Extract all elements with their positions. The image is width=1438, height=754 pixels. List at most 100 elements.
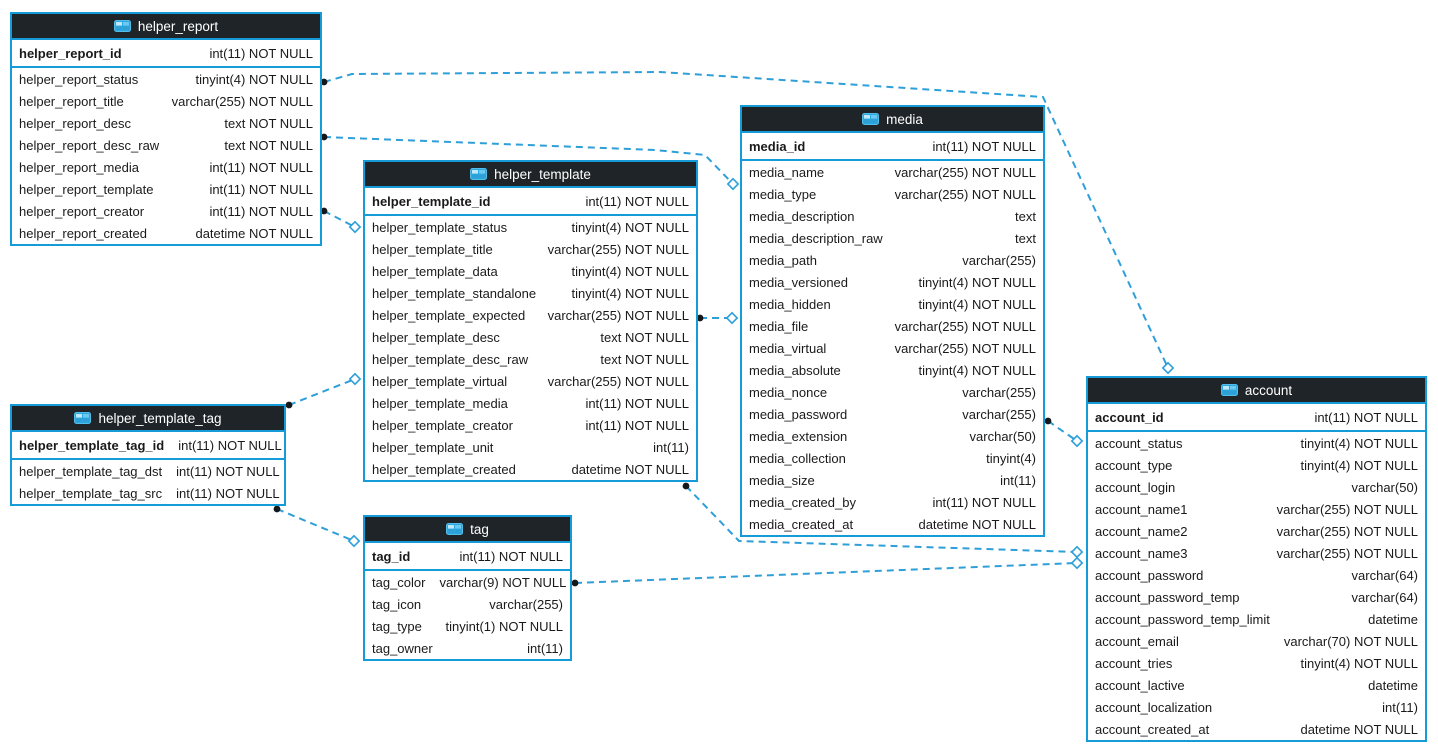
field-name: helper_template_tag_src bbox=[19, 485, 163, 501]
connector-helper_template_tag-tag[interactable] bbox=[273, 505, 361, 548]
field-type: varchar(50) bbox=[969, 428, 1036, 444]
connector-helper_template_tag-helper_template[interactable] bbox=[285, 372, 362, 409]
connector-helper_template-account[interactable] bbox=[682, 482, 1084, 559]
table-header-media[interactable]: media bbox=[742, 107, 1043, 133]
table-header-helper_report[interactable]: helper_report bbox=[12, 14, 320, 40]
connector-line[interactable] bbox=[276, 508, 355, 542]
connector-line[interactable] bbox=[574, 562, 1078, 584]
field-type: tinyint(4) NOT NULL bbox=[571, 263, 689, 279]
connector-helper_report-helper_template[interactable] bbox=[320, 207, 362, 234]
connector-line[interactable] bbox=[323, 136, 734, 185]
table-header-account[interactable]: account bbox=[1088, 378, 1425, 404]
table-header-helper_template[interactable]: helper_template bbox=[365, 162, 696, 188]
connector-media-account[interactable] bbox=[1044, 417, 1084, 448]
connector-dot-end bbox=[682, 482, 690, 490]
connector-dot-end bbox=[320, 207, 328, 215]
connector-helper_report-media[interactable] bbox=[320, 133, 740, 191]
connector-helper_report-account[interactable] bbox=[320, 71, 1175, 375]
field-type: datetime NOT NULL bbox=[195, 225, 313, 241]
field-name: account_email bbox=[1095, 633, 1179, 649]
table-header-tag[interactable]: tag bbox=[365, 517, 570, 543]
connector-line[interactable] bbox=[685, 485, 1078, 553]
table-header-helper_template_tag[interactable]: helper_template_tag bbox=[12, 406, 284, 432]
connector-line[interactable] bbox=[323, 71, 1169, 369]
connector-helper_template-media[interactable] bbox=[696, 311, 739, 325]
connector-line[interactable] bbox=[1047, 420, 1078, 442]
connector-tag-account[interactable] bbox=[571, 556, 1084, 587]
connector-line[interactable] bbox=[288, 378, 356, 406]
connector-line[interactable] bbox=[323, 210, 356, 228]
